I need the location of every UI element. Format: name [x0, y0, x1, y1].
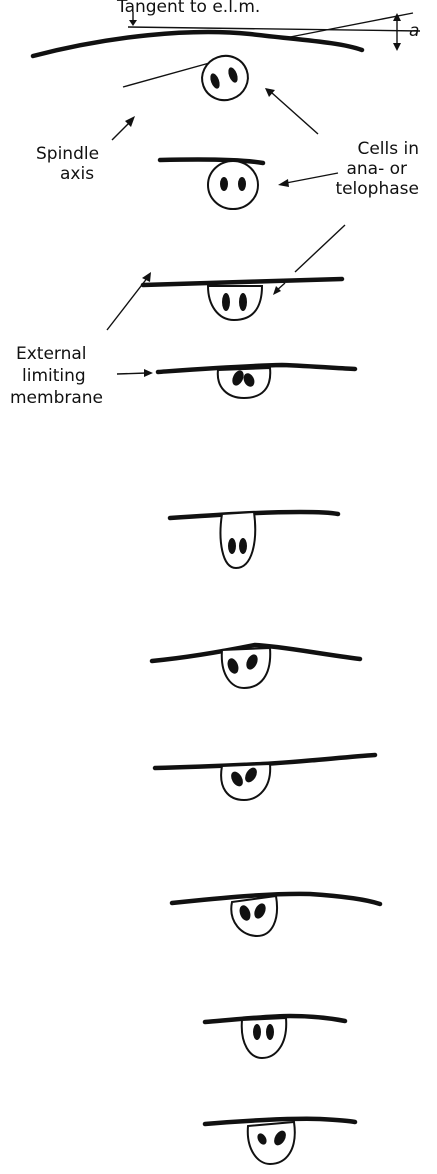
chromosome-2a [220, 177, 228, 191]
tangent-label-arrowhead [129, 20, 137, 26]
cell-5 [221, 512, 256, 568]
cell-7 [221, 764, 270, 800]
cells-label-line3: telophase [335, 180, 419, 199]
cell-9 [242, 1018, 286, 1058]
chromosome-3a [222, 293, 230, 311]
cell-8 [231, 896, 277, 936]
angle-label: a [409, 22, 419, 41]
cells-label-line1: Cells in [357, 140, 419, 159]
cells-label-line2: ana- or [346, 160, 407, 179]
elm-pointer-head-upper [142, 272, 151, 282]
cell-4 [218, 368, 270, 398]
chromosome-9b [266, 1024, 274, 1040]
chromosome-5a [228, 538, 236, 554]
elm-label-line1: External [16, 345, 87, 364]
cells-pointer-line-1 [272, 93, 318, 134]
membrane-1 [33, 32, 362, 56]
elm-label-line2: limiting [22, 367, 86, 386]
membrane-3 [143, 279, 342, 285]
chromosome-3b [239, 293, 247, 311]
chromosome-2b [238, 177, 246, 191]
chromosome-9a [253, 1024, 261, 1040]
tangent-label: Tangent to e.l.m. [117, 0, 260, 17]
cell-1 [196, 49, 254, 106]
cell-10 [248, 1122, 295, 1164]
chromosome-5b [239, 538, 247, 554]
cells-pointer-head-1 [265, 88, 275, 97]
spindle-axis-line-lower [123, 62, 213, 87]
tangent-line [128, 27, 420, 31]
cells-pointer-line-3 [295, 225, 345, 272]
spindle-label-line1: Spindle [36, 145, 99, 164]
cells-pointer-line-2 [286, 173, 338, 183]
cells-pointer-head-2 [278, 179, 289, 187]
angle-arrowhead-bottom [393, 43, 401, 51]
cell-3 [208, 286, 262, 320]
elm-pointer-line-lower [117, 373, 147, 374]
spindle-axis-line-upper [285, 13, 413, 38]
elm-pointer-head-lower [144, 369, 153, 377]
elm-label-line3: membrane [10, 389, 103, 408]
spindle-label-line2: axis [60, 165, 94, 184]
cell-2 [208, 161, 258, 209]
membrane-2 [160, 159, 263, 163]
